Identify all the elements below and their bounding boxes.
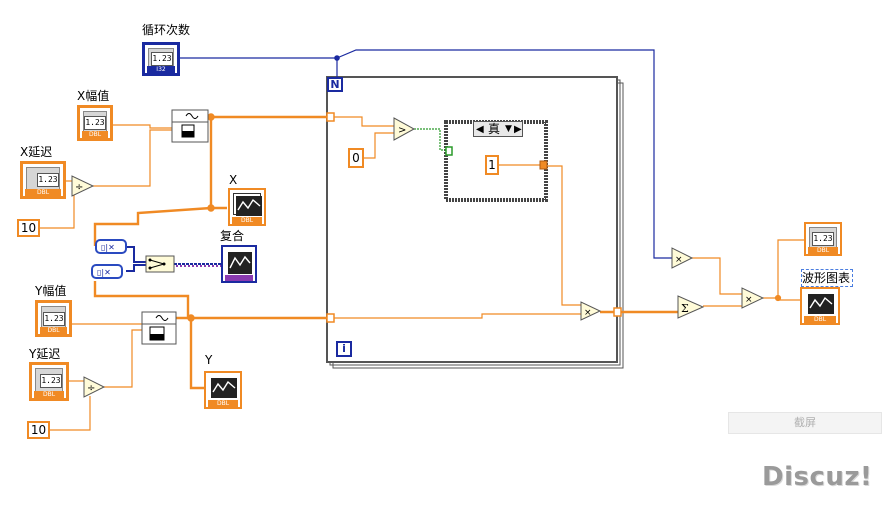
y-delay-label: Y延迟	[29, 347, 61, 361]
svg-text:▯|✕: ▯|✕	[101, 243, 115, 252]
y-waveform-graph-indicator[interactable]: DBL	[204, 371, 242, 409]
y-delay-control[interactable]: 1.23 DBL	[29, 362, 69, 401]
waveform-chart-indicator[interactable]: DBL	[800, 287, 840, 325]
x-sine-waveform-node[interactable]	[171, 109, 209, 143]
case-selector-label[interactable]: ◀ 真 ▼ ▶	[473, 121, 523, 137]
final-multiply-node[interactable]: ×	[741, 287, 765, 309]
waveform-wires	[93, 113, 678, 390]
case-prev-arrow-icon[interactable]: ◀	[476, 124, 484, 135]
y-graph-waveform-icon	[211, 378, 237, 398]
y-sine-waveform-node[interactable]	[141, 311, 177, 345]
loop-count-n-terminal: N	[327, 77, 343, 92]
count-multiply-node[interactable]: ×	[671, 247, 694, 269]
svg-text:÷: ÷	[87, 383, 95, 394]
xy-graph-label: 复合	[220, 229, 245, 243]
sum-array-node[interactable]: Σ	[677, 295, 705, 319]
y-divisor-constant[interactable]: 10	[27, 421, 50, 439]
y-graph-label: Y	[205, 353, 213, 367]
iteration-i-terminal: i	[336, 341, 352, 357]
case-one-constant[interactable]: 1	[485, 155, 499, 175]
dbl-wires-thin	[40, 116, 804, 431]
x-amplitude-label: X幅值	[77, 89, 110, 103]
screenshot-button[interactable]: 截屏	[728, 412, 882, 434]
compare-zero-constant[interactable]: 0	[348, 148, 364, 168]
y-amplitude-control[interactable]: 1.23 DBL	[35, 300, 72, 337]
x-delay-control[interactable]: 1.23 DBL	[20, 161, 66, 199]
greater-than-node[interactable]: >	[393, 117, 416, 141]
case-selector-value: 真	[488, 122, 501, 136]
svg-text:×: ×	[675, 255, 683, 265]
x-amplitude-control[interactable]: 1.23 DBL	[77, 105, 113, 141]
svg-text:Σ: Σ	[681, 302, 689, 315]
svg-text:÷: ÷	[75, 182, 83, 193]
x-graph-waveform-icon	[236, 196, 262, 216]
y-divide-node[interactable]: ÷	[83, 376, 106, 398]
case-next-arrow-icon[interactable]: ▶	[514, 124, 522, 135]
i32-wires	[180, 49, 672, 259]
numeric-result-indicator[interactable]: 1.23 DBL	[804, 222, 842, 256]
x-divide-node[interactable]: ÷	[71, 175, 95, 197]
waveform-chart-label: 波形图表	[802, 271, 851, 285]
loop-count-control[interactable]: 1.23 I32	[142, 42, 180, 76]
svg-text:>: >	[398, 125, 406, 136]
cluster-wires	[126, 246, 222, 272]
x-waveform-graph-indicator[interactable]: DBL	[228, 188, 266, 226]
svg-text:×: ×	[584, 308, 592, 318]
svg-text:×: ×	[745, 295, 753, 305]
loop-multiply-node[interactable]: ×	[580, 301, 602, 321]
x-get-waveform-node[interactable]: ▯|✕	[95, 239, 127, 254]
loop-count-label: 循环次数	[142, 23, 191, 37]
discuz-watermark: Discuz!	[762, 462, 873, 492]
boolean-wire	[414, 128, 447, 151]
y-amplitude-label: Y幅值	[35, 284, 67, 298]
waveform-chart-label-selection	[801, 269, 853, 287]
xy-graph-icon	[228, 252, 252, 274]
x-divisor-constant[interactable]: 10	[17, 219, 40, 237]
xy-graph-indicator[interactable]	[221, 245, 257, 283]
x-graph-label: X	[229, 173, 238, 187]
case-dropdown-arrow-icon[interactable]: ▼	[505, 124, 512, 134]
loop-tunnels	[326, 112, 622, 323]
y-get-waveform-node[interactable]: ▯|✕	[91, 264, 123, 279]
waveform-chart-icon	[808, 294, 834, 314]
svg-text:▯|✕: ▯|✕	[97, 268, 111, 277]
x-delay-label: X延迟	[20, 145, 53, 159]
build-xy-node[interactable]	[145, 255, 175, 273]
